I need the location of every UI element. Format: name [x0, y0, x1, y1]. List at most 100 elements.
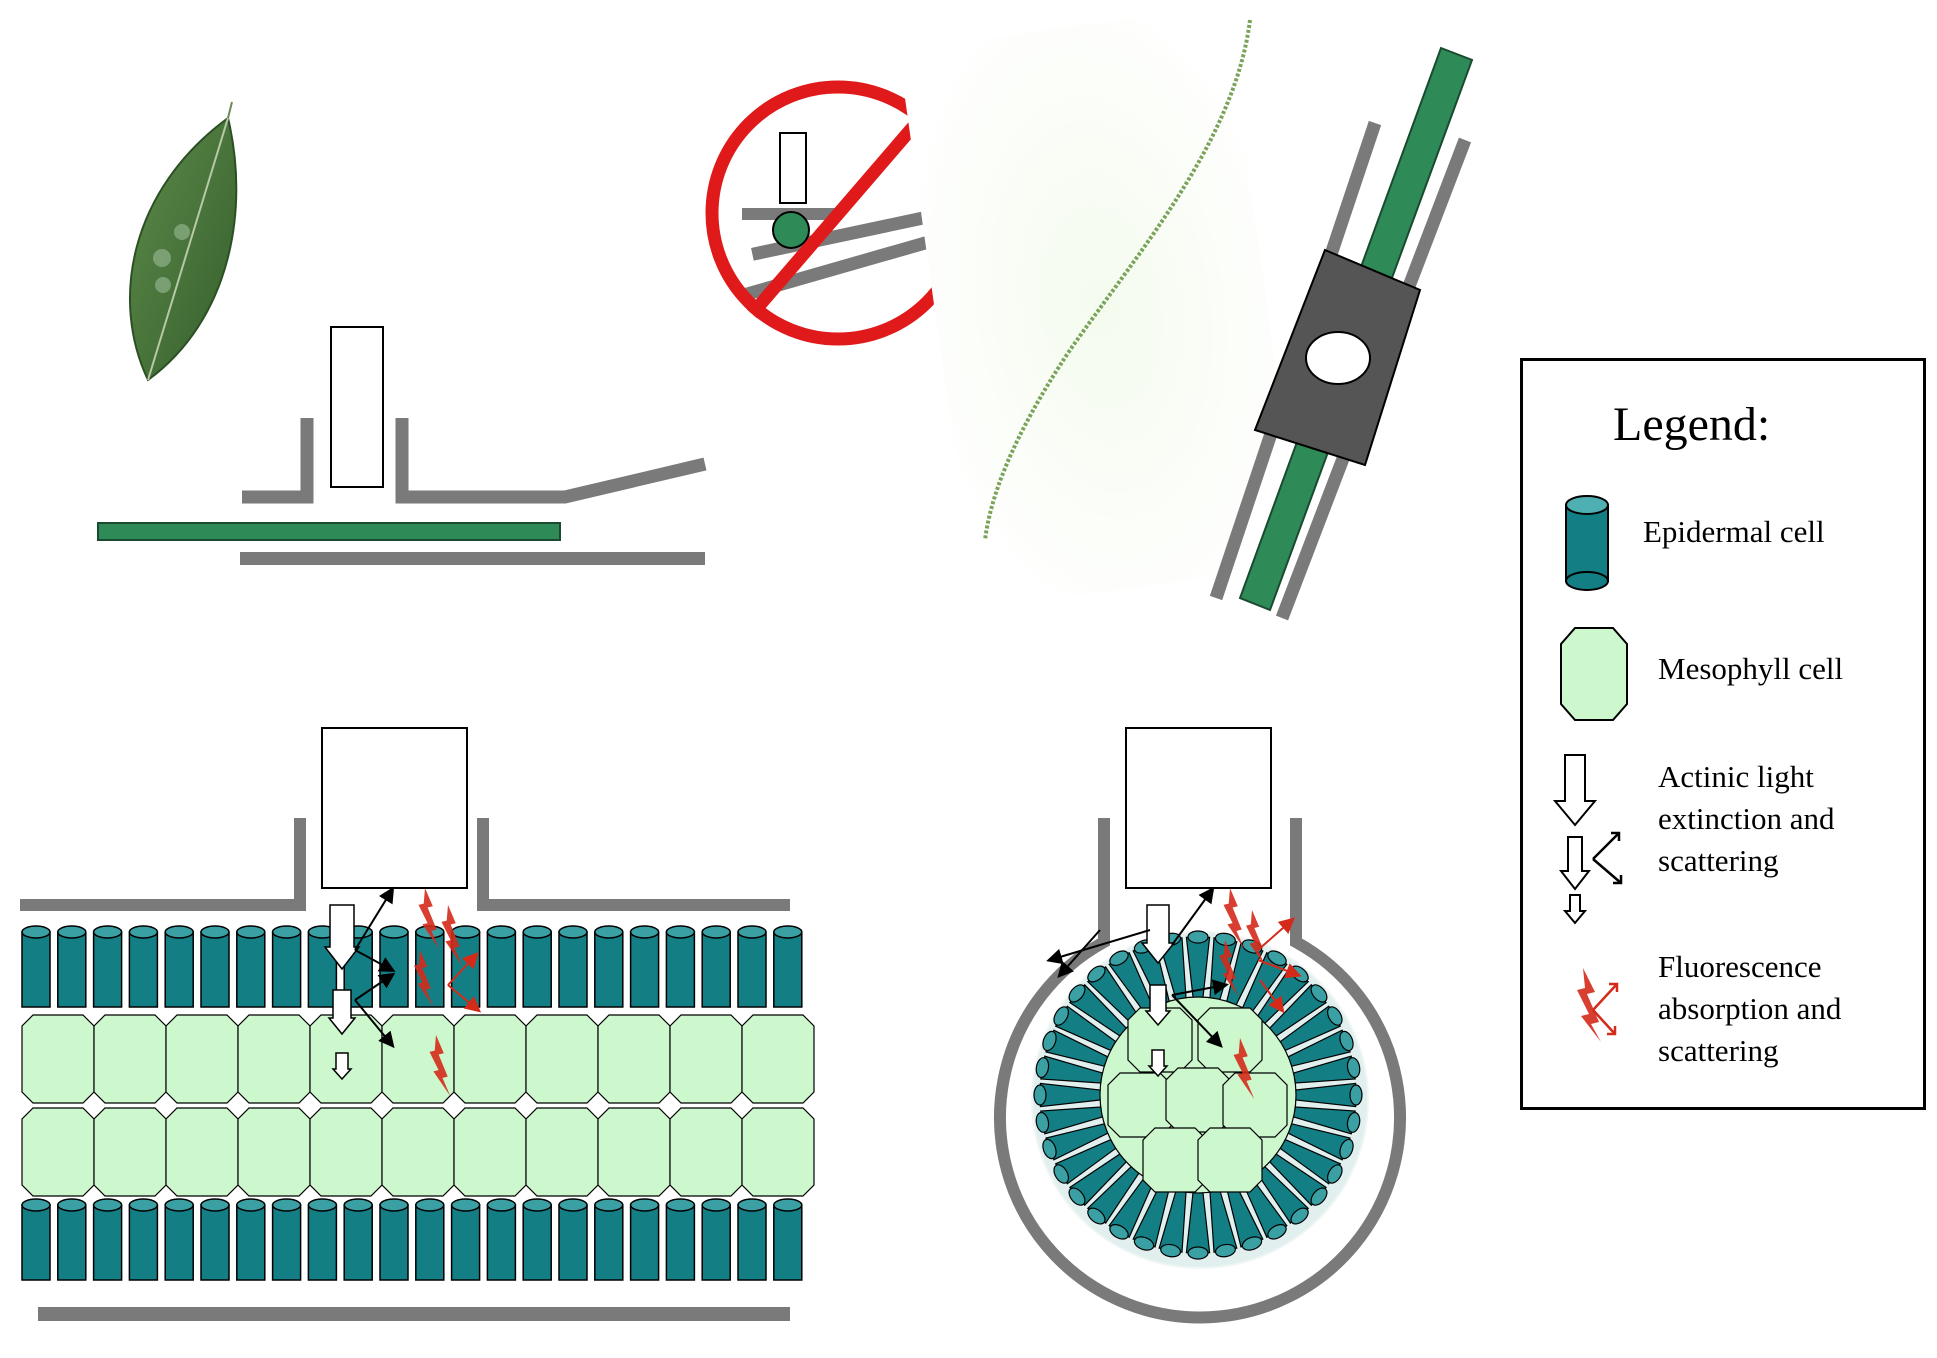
fluorescence-bolt	[441, 905, 463, 967]
epidermal-cell-cap	[1087, 965, 1106, 983]
epidermal-cell-cap	[1035, 1057, 1050, 1079]
mesophyll-cell	[165, 1107, 239, 1197]
mesophyll-cell	[669, 1107, 743, 1197]
epidermal-cell	[665, 1198, 696, 1281]
mesophyll-cell	[93, 1014, 167, 1104]
mesophyll-cell	[741, 1014, 815, 1104]
epidermal-cell-cap	[1109, 950, 1129, 967]
epidermal-cell	[236, 925, 266, 1008]
epidermal-cell-cap	[1068, 984, 1086, 1003]
needle-clip-diagram	[1209, 46, 1474, 621]
needle-illustration	[898, 4, 1304, 611]
epidermal-cell	[558, 925, 588, 1008]
epidermal-cell	[164, 925, 194, 1008]
clip-base	[38, 1307, 790, 1321]
fluorescence-bolt	[1218, 940, 1239, 997]
flat-leaf-clip-diagram	[97, 326, 707, 565]
fluorescence-bolt	[1223, 888, 1245, 950]
mesophyll-cell	[453, 1014, 527, 1104]
mesophyll-cell	[237, 1107, 311, 1197]
epidermal-cell-cap	[1326, 1006, 1343, 1026]
mesophyll-cell	[1165, 1067, 1231, 1133]
fluorescence-bolt	[418, 888, 440, 950]
epidermal-cell	[128, 1198, 159, 1281]
epidermal-cell	[486, 925, 517, 1008]
fluorescence-bolt	[414, 950, 434, 1007]
mesophyll-cell	[597, 1107, 671, 1197]
epidermal-cell	[737, 1198, 767, 1281]
epidermal-cell-cap	[1187, 1246, 1209, 1260]
scatter-arrow	[1057, 929, 1101, 978]
mesophyll-cell	[525, 1107, 599, 1197]
mesophyll-cell	[741, 1107, 815, 1197]
epidermal-cell-cap	[1160, 1243, 1182, 1258]
epidermal-cell	[665, 925, 696, 1008]
fluorescence-bolt	[1245, 910, 1266, 967]
upper-epidermis	[21, 925, 803, 1008]
epidermal-cell	[594, 1198, 624, 1281]
light-path-arrows	[323, 886, 482, 1097]
legend-label-actinic-2: extinction and	[1658, 801, 1835, 836]
epidermal-cell	[629, 925, 660, 1008]
epidermal-cell-cap	[1267, 1223, 1287, 1240]
epidermal-cell	[200, 925, 230, 1008]
epidermal-cell-cap	[1042, 1030, 1057, 1052]
legend-label-actinic-1: Actinic light	[1658, 759, 1814, 794]
epidermal-cell	[271, 1198, 302, 1281]
sensor-probe	[330, 326, 384, 488]
epidermal-cell-icon	[1565, 495, 1609, 591]
epidermal-cell	[450, 1198, 481, 1281]
mesophyll-cell	[1197, 1007, 1263, 1073]
epidermal-cell-cap	[1042, 1138, 1057, 1160]
mesophyll-cell-icon	[1560, 627, 1628, 721]
epidermal-cell-cap	[1310, 984, 1328, 1003]
fluorescence-scatter-arrow	[447, 952, 479, 986]
epidermal-cell-cap	[1346, 1057, 1361, 1079]
mesophyll-cell	[669, 1014, 743, 1104]
epidermal-cell	[57, 1198, 87, 1281]
actinic-light-arrow	[1140, 904, 1176, 965]
actinic-light-arrow	[327, 989, 357, 1036]
epidermal-cell	[343, 1198, 373, 1281]
epidermal-cell	[558, 1198, 588, 1281]
epidermal-cell-cap	[1109, 1223, 1129, 1240]
epidermal-cell	[307, 1198, 338, 1281]
scatter-arrow	[354, 886, 395, 951]
epidermal-cell	[236, 1198, 266, 1281]
epidermal-cell-cap	[1214, 932, 1236, 947]
epidermal-cell	[379, 925, 409, 1008]
leaf-strip	[97, 522, 561, 541]
mesophyll-cell	[381, 1107, 455, 1197]
scatter-arrow	[1171, 886, 1215, 946]
fluorescence-scatter-arrow	[1257, 917, 1295, 951]
legend-label-fluorescence-2: absorption and	[1658, 991, 1842, 1026]
epidermal-cell	[379, 1198, 409, 1281]
epidermal-cell	[773, 1198, 803, 1281]
epidermal-cell	[522, 1198, 552, 1281]
mesophyll-cell	[597, 1014, 671, 1104]
epidermal-cell-cap	[1267, 950, 1287, 967]
scatter-arrow	[1171, 994, 1223, 1048]
mesophyll-cell	[237, 1014, 311, 1104]
actinic-light-arrow	[323, 904, 361, 971]
needle-light-path-arrows	[1046, 886, 1302, 1100]
clip-window	[1305, 331, 1371, 385]
fluorescence-scatter-arrow	[1257, 959, 1302, 979]
epidermal-cell-cap	[1033, 1084, 1047, 1106]
fluorescence-bolt	[1233, 1038, 1255, 1100]
actinic-light-arrow	[1147, 1049, 1169, 1078]
epidermal-cell-cap	[1241, 1236, 1263, 1251]
leaf-illustration	[129, 101, 238, 382]
mesophyll-cell	[21, 1107, 95, 1197]
epidermal-cell	[701, 1198, 731, 1281]
lower-epidermis	[21, 1198, 803, 1281]
scatter-arrow	[354, 999, 395, 1049]
mesophyll-layer	[21, 1014, 815, 1197]
legend-label-fluorescence-3: scattering	[1658, 1033, 1779, 1068]
epidermal-cell	[701, 925, 731, 1008]
mesophyll-cell	[1142, 1127, 1208, 1193]
epidermal-cell-cap	[1053, 1164, 1070, 1184]
scatter-arrow	[354, 972, 396, 1001]
legend-panel: Legend: Epidermal cell Mesophyll cell Ac…	[1520, 358, 1926, 1110]
epidermal-cell	[21, 925, 51, 1008]
